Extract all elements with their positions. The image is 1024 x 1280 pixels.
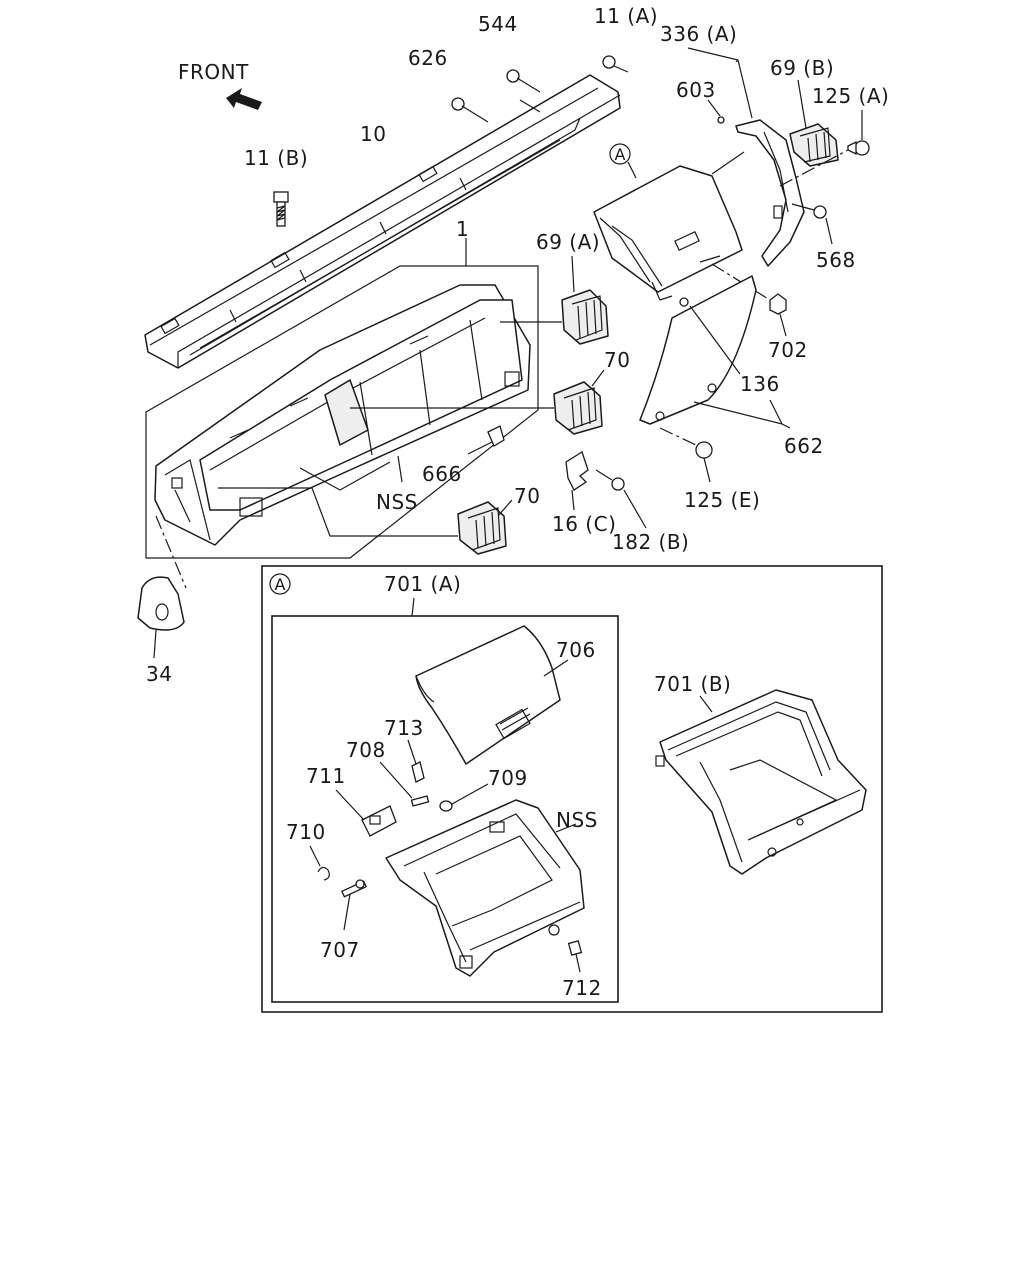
bracket-16c (565, 451, 589, 491)
label-125e: 125 (E) (684, 488, 760, 512)
label-701b: 701 (B) (654, 672, 731, 696)
vent-70-lower (457, 501, 507, 555)
label-11b: 11 (B) (244, 146, 308, 170)
label-568: 568 (816, 248, 856, 272)
label-701a: 701 (A) (384, 572, 461, 596)
detail-701a-box (271, 615, 619, 1003)
glove-box-bin-nss (385, 799, 585, 977)
vent-69a (561, 289, 609, 345)
label-70-lower: 70 (514, 484, 540, 508)
screw-182b (611, 477, 625, 491)
clip-712 (567, 940, 583, 956)
label-711: 711 (306, 764, 346, 788)
label-70-upper: 70 (604, 348, 630, 372)
callout-a: A (615, 145, 626, 164)
rod-707 (340, 879, 368, 898)
label-nss-main: NSS (376, 490, 418, 514)
instrument-panel-1 (154, 284, 531, 546)
frame-part-1 (145, 265, 539, 559)
label-709: 709 (488, 766, 528, 790)
label-nss-detail: NSS (556, 808, 598, 832)
screw-626 (451, 97, 489, 123)
label-662: 662 (784, 434, 824, 458)
label-336a: 336 (A) (660, 22, 737, 46)
glove-box-lid-706 (415, 625, 561, 765)
vent-69b (789, 123, 839, 167)
vent-70-upper (553, 381, 603, 435)
label-1: 1 (456, 217, 469, 241)
clip-125e (695, 441, 713, 459)
screw-568 (791, 203, 827, 219)
clip-713 (411, 761, 425, 783)
glove-box-assembly-a (593, 165, 743, 301)
pin-708 (410, 795, 430, 807)
label-666: 666 (422, 462, 462, 486)
bolt-11b (273, 191, 289, 227)
label-16c: 16 (C) (552, 512, 616, 536)
label-713: 713 (384, 716, 424, 740)
label-10: 10 (360, 122, 386, 146)
detail-a-callout: A (275, 575, 286, 594)
clip-666 (467, 425, 505, 455)
lower-cover-662 (639, 275, 757, 425)
label-69b: 69 (B) (770, 56, 834, 80)
spring-710 (317, 866, 330, 881)
clip-125a (847, 140, 870, 156)
label-706: 706 (556, 638, 596, 662)
label-11a: 11 (A) (594, 4, 658, 28)
label-707: 707 (320, 938, 360, 962)
label-710: 710 (286, 820, 326, 844)
end-cap-34 (137, 576, 185, 631)
label-626: 626 (408, 46, 448, 70)
clip-709 (439, 800, 453, 812)
label-603: 603 (676, 78, 716, 102)
detail-a-box (261, 565, 883, 1013)
front-arrow-icon (226, 88, 262, 110)
label-34: 34 (146, 662, 172, 686)
label-136: 136 (740, 372, 780, 396)
label-708: 708 (346, 738, 386, 762)
glove-box-701b (655, 689, 867, 875)
label-182b: 182 (B) (612, 530, 689, 554)
front-label: FRONT (178, 60, 249, 84)
nut-11a (602, 55, 629, 73)
clip-544 (506, 69, 541, 93)
latch-711 (361, 805, 397, 837)
side-bracket-336a (735, 119, 805, 267)
screw-136 (679, 297, 689, 307)
label-712: 712 (562, 976, 602, 1000)
label-544: 544 (478, 12, 518, 36)
dash-upper-pad-10 (144, 74, 621, 369)
label-125a: 125 (A) (812, 84, 889, 108)
label-702: 702 (768, 338, 808, 362)
label-69a: 69 (A) (536, 230, 600, 254)
nut-702 (769, 293, 787, 315)
